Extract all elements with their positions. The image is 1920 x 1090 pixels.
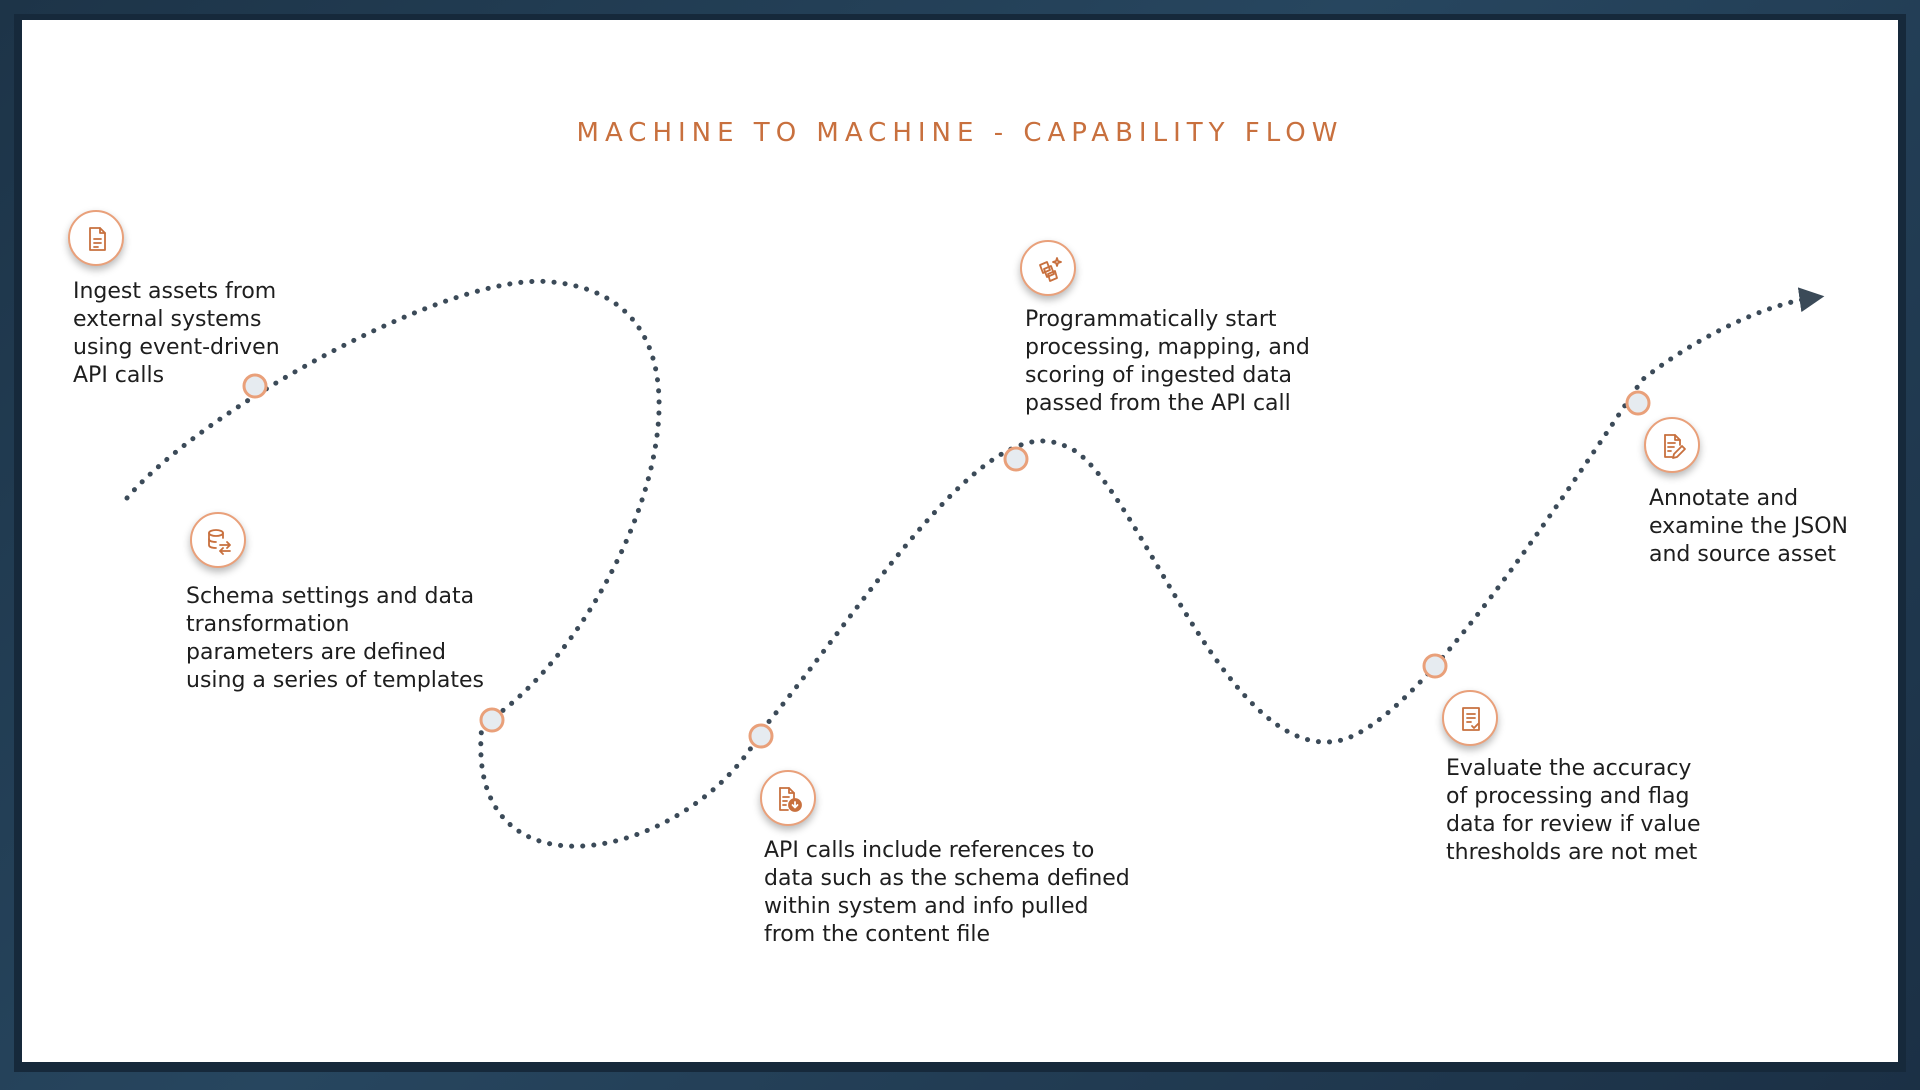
slide: MACHINE TO MACHINE - CAPABILITY FLOW Ing… (22, 20, 1898, 1062)
step-4-text: Programmatically start processing, mappi… (1025, 307, 1310, 416)
diagram-title: MACHINE TO MACHINE - CAPABILITY FLOW (576, 118, 1344, 148)
document-edit-icon (1664, 434, 1686, 459)
step-5-badge (1442, 690, 1498, 746)
flow-node-1 (242, 373, 268, 399)
flow-node-4 (1003, 446, 1029, 472)
step-6-text: Annotate and examine the JSON and source… (1649, 486, 1848, 567)
flow-curve (124, 278, 1825, 849)
flow-diagram (124, 278, 1825, 849)
flow-nodes (242, 373, 1651, 749)
multi-document-sparkle-icon (1039, 257, 1062, 282)
database-sync-icon (208, 529, 231, 555)
flow-node-6 (1625, 390, 1651, 416)
step-1-text: Ingest assets from external systems usin… (73, 279, 280, 388)
step-5-text: Evaluate the accuracy of processing and … (1446, 756, 1701, 865)
step-3-badge (760, 770, 816, 826)
document-download-icon (779, 787, 802, 812)
flow-node-2 (479, 707, 505, 733)
step-6-badge (1644, 417, 1700, 473)
step-1-badge (68, 210, 124, 266)
checklist-icon (1462, 707, 1480, 731)
step-2-badge (190, 512, 246, 568)
document-icon (89, 227, 106, 251)
step-4-badge (1020, 240, 1076, 296)
flow-node-5 (1422, 653, 1448, 679)
step-3-text: API calls include references to data suc… (764, 838, 1130, 947)
flow-node-3 (748, 723, 774, 749)
step-2-text: Schema settings and data transformation … (186, 584, 485, 693)
